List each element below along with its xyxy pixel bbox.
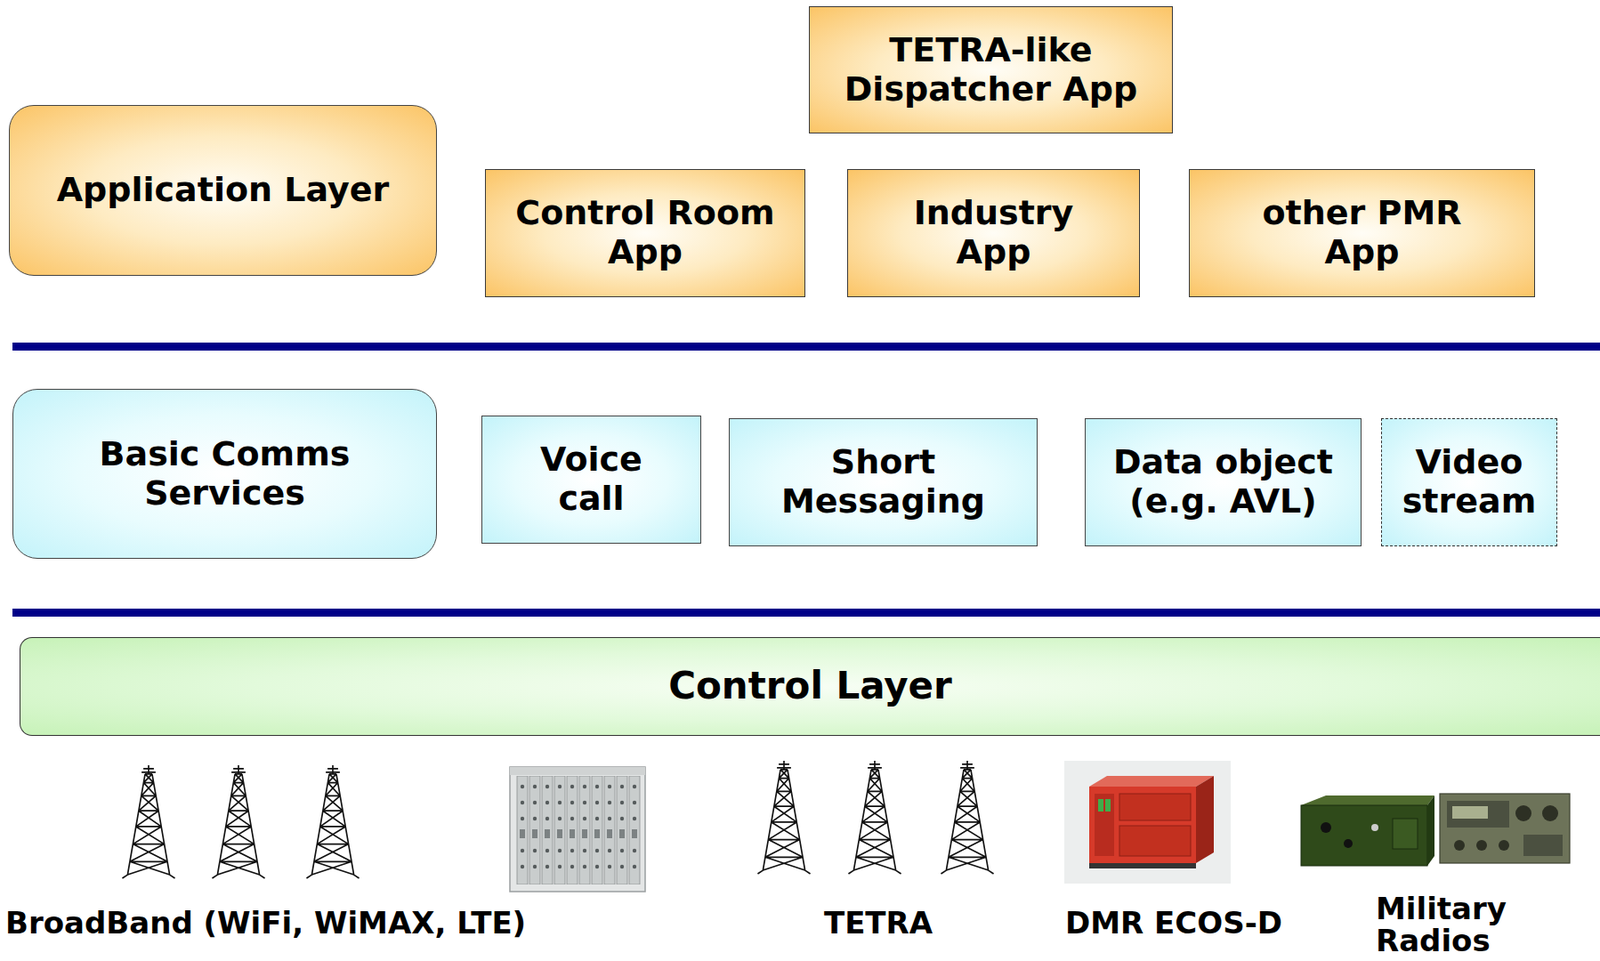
box-text: Basic Comms Services [82,435,368,513]
box-text: other PMR App [1237,193,1487,272]
network-label: Military Radios [1375,893,1528,957]
application-box: TETRA-like Dispatcher App [808,6,1173,134]
box-text: Video stream [1393,443,1545,521]
military-radios [1301,793,1570,866]
service-box: Voice call [481,415,702,544]
broadband-towers [121,765,359,879]
optional-service-box: Video stream [1381,418,1558,547]
box-text: Short Messaging [750,443,1018,521]
layer-title: Application Layer [8,105,437,276]
network-label: DMR ECOS-D [1040,907,1308,940]
box-text: Data object (e.g. AVL) [1098,443,1349,521]
box-text: Control Room App [502,193,788,272]
dmr-cabinet [1064,760,1231,884]
application-box: Industry App [847,169,1140,298]
box-text: Application Layer [56,170,390,211]
application-box: other PMR App [1188,169,1536,298]
layer-divider [12,342,1600,351]
rack-equipment [509,767,646,892]
network-label: TETRA [789,907,968,940]
application-box: Control Room App [484,169,806,298]
service-box: Short Messaging [728,418,1038,547]
layer-divider [12,608,1600,617]
network-label: BroadBand (WiFi, WiMAX, LTE) [5,907,526,940]
layer-title: Basic Comms Services [12,388,437,559]
box-text: Voice call [525,440,659,518]
box-text: TETRA-like Dispatcher App [826,31,1156,109]
box-text: Industry App [896,193,1092,272]
service-box: Data object (e.g. AVL) [1084,418,1362,547]
tetra-towers [757,760,994,874]
control-layer-band: Control Layer [19,637,1600,736]
box-text: Control Layer [668,664,953,708]
